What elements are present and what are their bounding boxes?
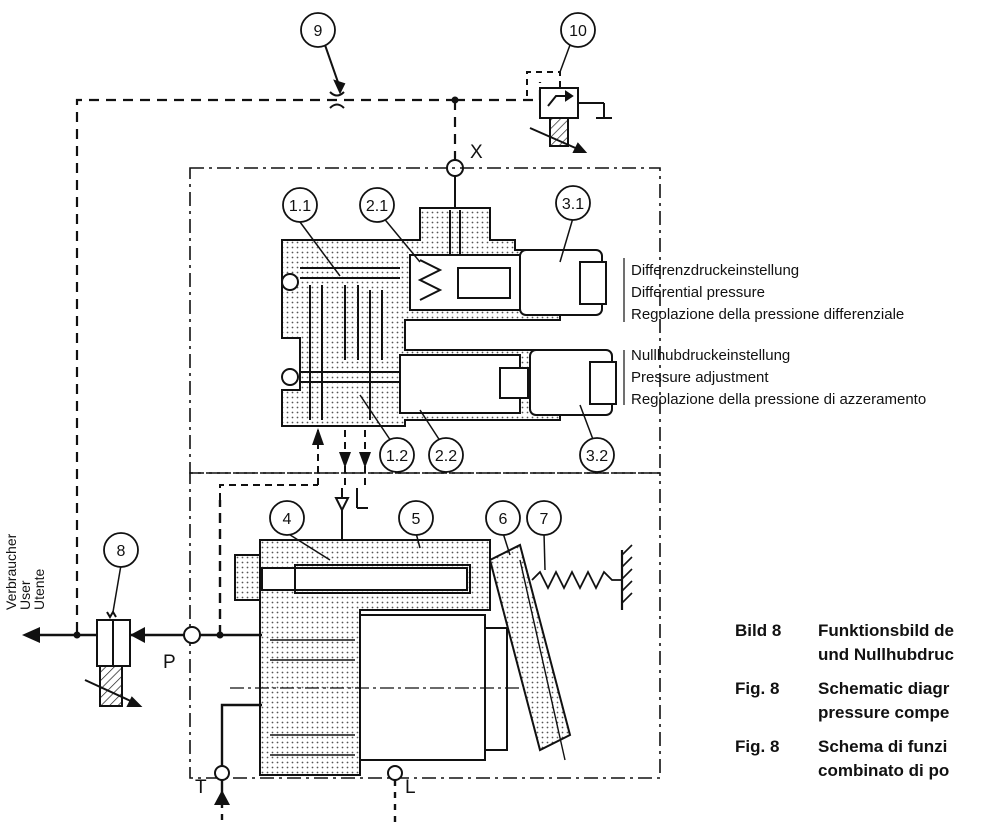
user-side-label: Verbraucher User Utente: [3, 533, 47, 610]
side-label-de: Verbraucher: [3, 533, 19, 610]
junction-dot: [73, 631, 81, 639]
annot-diff-en: Differential pressure: [631, 284, 765, 301]
port-p-label: P: [163, 652, 176, 673]
callout-3-2: 3.2: [586, 448, 608, 465]
tank-arrow: [214, 790, 230, 805]
user-arrow: [22, 627, 40, 643]
callout-10: 10: [569, 23, 587, 40]
pump-body: [230, 539, 633, 776]
caption-3-tag: Fig. 8: [735, 737, 779, 756]
caption-2-tag: Fig. 8: [735, 679, 779, 698]
side-label-en: User: [17, 580, 33, 610]
port-t-symbol: [214, 765, 230, 781]
controller-flow-arrows: [219, 430, 366, 500]
callout-2-1: 2.1: [366, 198, 388, 215]
callout-1-1: 1.1: [289, 198, 311, 215]
caption-3-line1: Schema di funzi: [818, 737, 947, 756]
caption-2-line2: pressure compe: [818, 703, 949, 722]
callout-2-2: 2.2: [435, 448, 457, 465]
junction-dot: [216, 631, 224, 639]
port-x-label: X: [470, 142, 483, 163]
caption-2-line1: Schematic diagr: [818, 679, 950, 698]
annot-null-it: Regolazione della pressione di azzeramen…: [631, 391, 926, 408]
callout-5: 5: [412, 511, 421, 528]
callout-7: 7: [540, 511, 549, 528]
annot-diff-it: Regolazione della pressione differenzial…: [631, 306, 904, 323]
port-l-label: L: [405, 777, 416, 798]
caption-1-line1: Funktionsbild de: [818, 621, 954, 640]
annot-null-de: Nullhubdruckeinstellung: [631, 347, 790, 364]
callout-1-2: 1.2: [386, 448, 408, 465]
junction-dot: [451, 96, 459, 104]
arrow-heads: [312, 428, 371, 468]
valve-8: [84, 610, 143, 707]
annot-null-en: Pressure adjustment: [631, 369, 769, 386]
port-t-label: T: [195, 777, 207, 798]
drain-l-symbol: [334, 488, 368, 513]
pressure-arrow: [130, 627, 145, 643]
caption-1-line2: und Nullhubdruc: [818, 645, 954, 664]
caption-1-tag: Bild 8: [735, 621, 781, 640]
callout-9: 9: [314, 23, 323, 40]
callout-8: 8: [117, 543, 126, 560]
controller-block: [281, 207, 617, 427]
annot-diff-de: Differenzdruckeinstellung: [631, 262, 799, 279]
callout-3-1: 3.1: [562, 196, 584, 213]
caption-3-line2: combinato di po: [818, 761, 949, 780]
side-label-it: Utente: [31, 569, 47, 610]
callout-circles: [103, 12, 615, 568]
callout-4: 4: [283, 511, 292, 528]
port-l-symbol: [387, 765, 403, 781]
callout-6: 6: [499, 511, 508, 528]
port-p-symbol: [183, 626, 201, 644]
housing-outline: [189, 167, 661, 779]
relief-valve-10: [526, 71, 612, 153]
orifice-9: [324, 44, 346, 109]
